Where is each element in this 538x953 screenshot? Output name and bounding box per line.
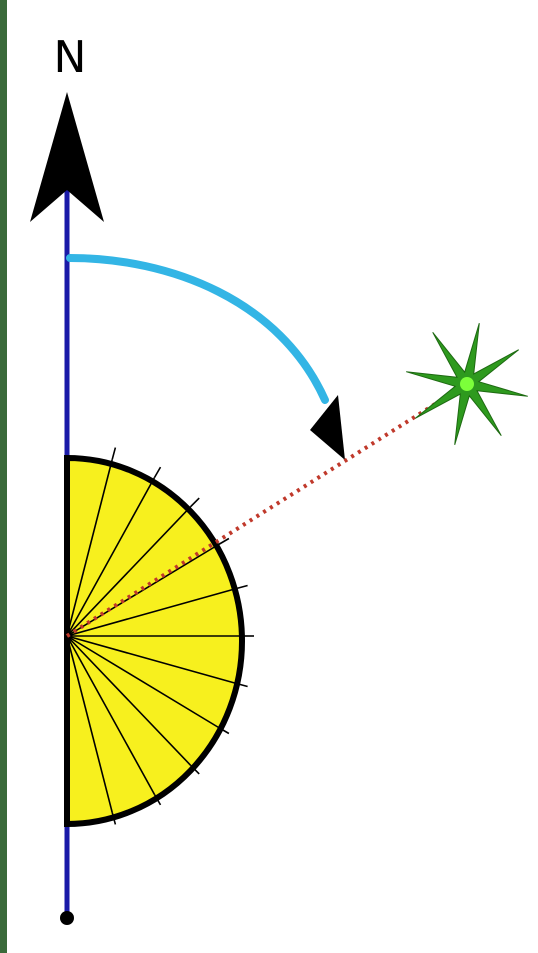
protractor-body [67, 458, 242, 824]
azimuth-arrow-head-icon [310, 395, 345, 460]
protractor-tick [236, 586, 248, 589]
protractor-tick [155, 467, 161, 477]
protractor-tick [112, 448, 115, 460]
star-center [460, 377, 474, 391]
protractor-tick [191, 498, 200, 507]
left-frame-strip [0, 0, 7, 953]
star-icon [406, 323, 528, 445]
meridian-origin-dot [60, 911, 74, 925]
north-label: N [54, 32, 87, 83]
azimuth-arc [70, 258, 325, 400]
protractor-icon [67, 448, 254, 825]
